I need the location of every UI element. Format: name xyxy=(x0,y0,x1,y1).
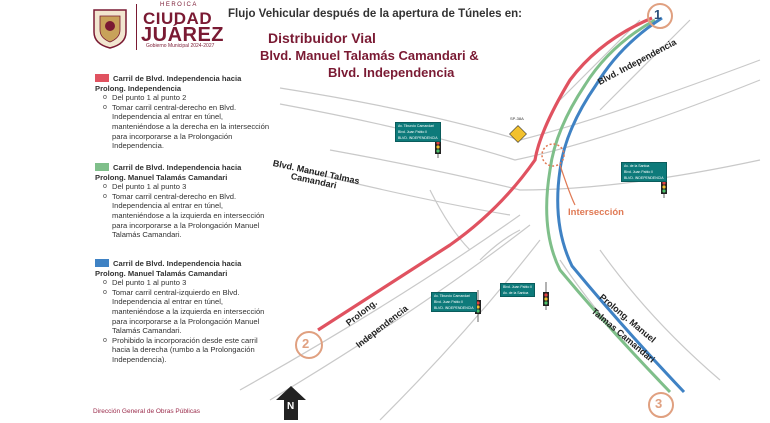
legend-section-red: Carril de Blvd. Independencia hacia Prol… xyxy=(95,74,277,151)
route-green xyxy=(545,18,672,394)
point-1-label: 1 xyxy=(654,7,662,22)
logo-gobierno: Gobierno Municipal 2024-2027 xyxy=(146,43,215,49)
legend-title-green: Carril de Blvd. Independencia hacia xyxy=(95,163,277,173)
north-label: N xyxy=(287,401,295,412)
legend-title-red-b: Prolong. Independencia xyxy=(95,83,182,93)
road-sign-a: Av. Tiburcio Camandari Blvd. Juan Pablo … xyxy=(395,122,441,142)
legend-title-blue: Carril de Blvd. Independencia hacia xyxy=(95,259,277,269)
legend-list-red: Del punto 1 al punto 2 Tomar carril cent… xyxy=(95,93,277,151)
sign-a-row-3: BLVD. INDEPENDENCIA xyxy=(398,136,438,140)
point-2-label: 2 xyxy=(302,336,310,351)
logo-divider xyxy=(136,4,137,50)
list-item: Tomar carril central-derecho en Blvd. In… xyxy=(103,103,277,151)
sign-c-row-2: Blvd. Juan Pablo II xyxy=(434,300,464,304)
sign-b-row-3: BLVD. INDEPENDENCIA xyxy=(624,176,664,180)
point-2-marker xyxy=(295,331,323,359)
road-sign-d: Blvd. Juan Pablo II Av. de la Santoa xyxy=(500,283,536,297)
sign-c-row-1: Av. Tiburcio Camandari xyxy=(434,294,471,298)
road-sign-b: Av. de la Santoa Blvd. Juan Pablo II BLV… xyxy=(621,162,667,182)
legend-title-green-b: Prolong. Manuel Talamás Camandari xyxy=(95,172,228,182)
list-item: Del punto 1 al punto 3 xyxy=(103,182,277,192)
sign-a-row-1: Av. Tiburcio Camandari xyxy=(398,124,435,128)
subtitle-line-1: Distribuidor Vial xyxy=(268,30,376,46)
route-red xyxy=(317,16,653,332)
intersection-label: Intersección xyxy=(568,207,624,218)
point-1-marker xyxy=(647,3,673,29)
legend-title-blue-b: Prolong. Manuel Talamás Camandari xyxy=(95,268,228,278)
red-swatch xyxy=(95,74,109,82)
sign-b-row-2: Blvd. Juan Pablo II xyxy=(624,170,654,174)
footer-credit: Dirección General de Obras Públicas xyxy=(93,408,200,415)
north-arrow-icon xyxy=(276,386,306,420)
sign-b-row-1: Av. de la Santoa xyxy=(624,164,650,168)
logo-juarez: JUÁREZ xyxy=(141,24,225,46)
subtitle-line-3: Blvd. Independencia xyxy=(328,65,455,80)
page-title: Flujo Vehicular después de la apertura d… xyxy=(228,8,522,20)
legend-section-blue: Carril de Blvd. Independencia hacia Prol… xyxy=(95,259,277,365)
city-seal-icon xyxy=(93,9,127,49)
list-item: Del punto 1 al punto 2 xyxy=(103,93,277,103)
sign-c-row-3: BLVD. INDEPENDENCIA xyxy=(434,306,474,310)
warning-sign-code: SP-38A xyxy=(510,116,524,121)
list-item: Tomar carril central-derecho en Blvd. In… xyxy=(103,192,277,240)
route-blue xyxy=(556,16,686,394)
intersection-arrow xyxy=(559,164,576,206)
list-item: Del punto 1 al punto 3 xyxy=(103,278,277,288)
subtitle-line-2: Blvd. Manuel Talamás Camandari & xyxy=(260,48,479,63)
logo-ciudad: CIUDAD xyxy=(143,9,213,28)
sign-d-row-2: Av. de la Santoa xyxy=(503,291,529,295)
sign-d-row-1: Blvd. Juan Pablo II xyxy=(503,285,533,289)
list-item: Prohibido la incorporación desde este ca… xyxy=(103,336,277,365)
legend-section-green: Carril de Blvd. Independencia hacia Prol… xyxy=(95,163,277,240)
blue-swatch xyxy=(95,259,109,267)
point-3-marker xyxy=(648,392,674,418)
road-sign-c: Av. Tiburcio Camandari Blvd. Juan Pablo … xyxy=(431,292,477,312)
point-3-label: 3 xyxy=(655,396,663,411)
warning-sign-icon xyxy=(509,125,527,143)
legend-list-blue: Del punto 1 al punto 3 Tomar carril cent… xyxy=(95,278,277,364)
logo-heroica: HEROICA xyxy=(160,2,198,8)
legend-list-green: Del punto 1 al punto 3 Tomar carril cent… xyxy=(95,182,277,240)
green-swatch xyxy=(95,163,109,171)
sign-a-row-2: Blvd. Juan Pablo II xyxy=(398,130,428,134)
intersection-circle xyxy=(541,143,565,167)
list-item: Tomar carril central-izquierdo en Blvd. … xyxy=(103,288,277,336)
legend-title-red: Carril de Blvd. Independencia hacia xyxy=(95,74,277,84)
